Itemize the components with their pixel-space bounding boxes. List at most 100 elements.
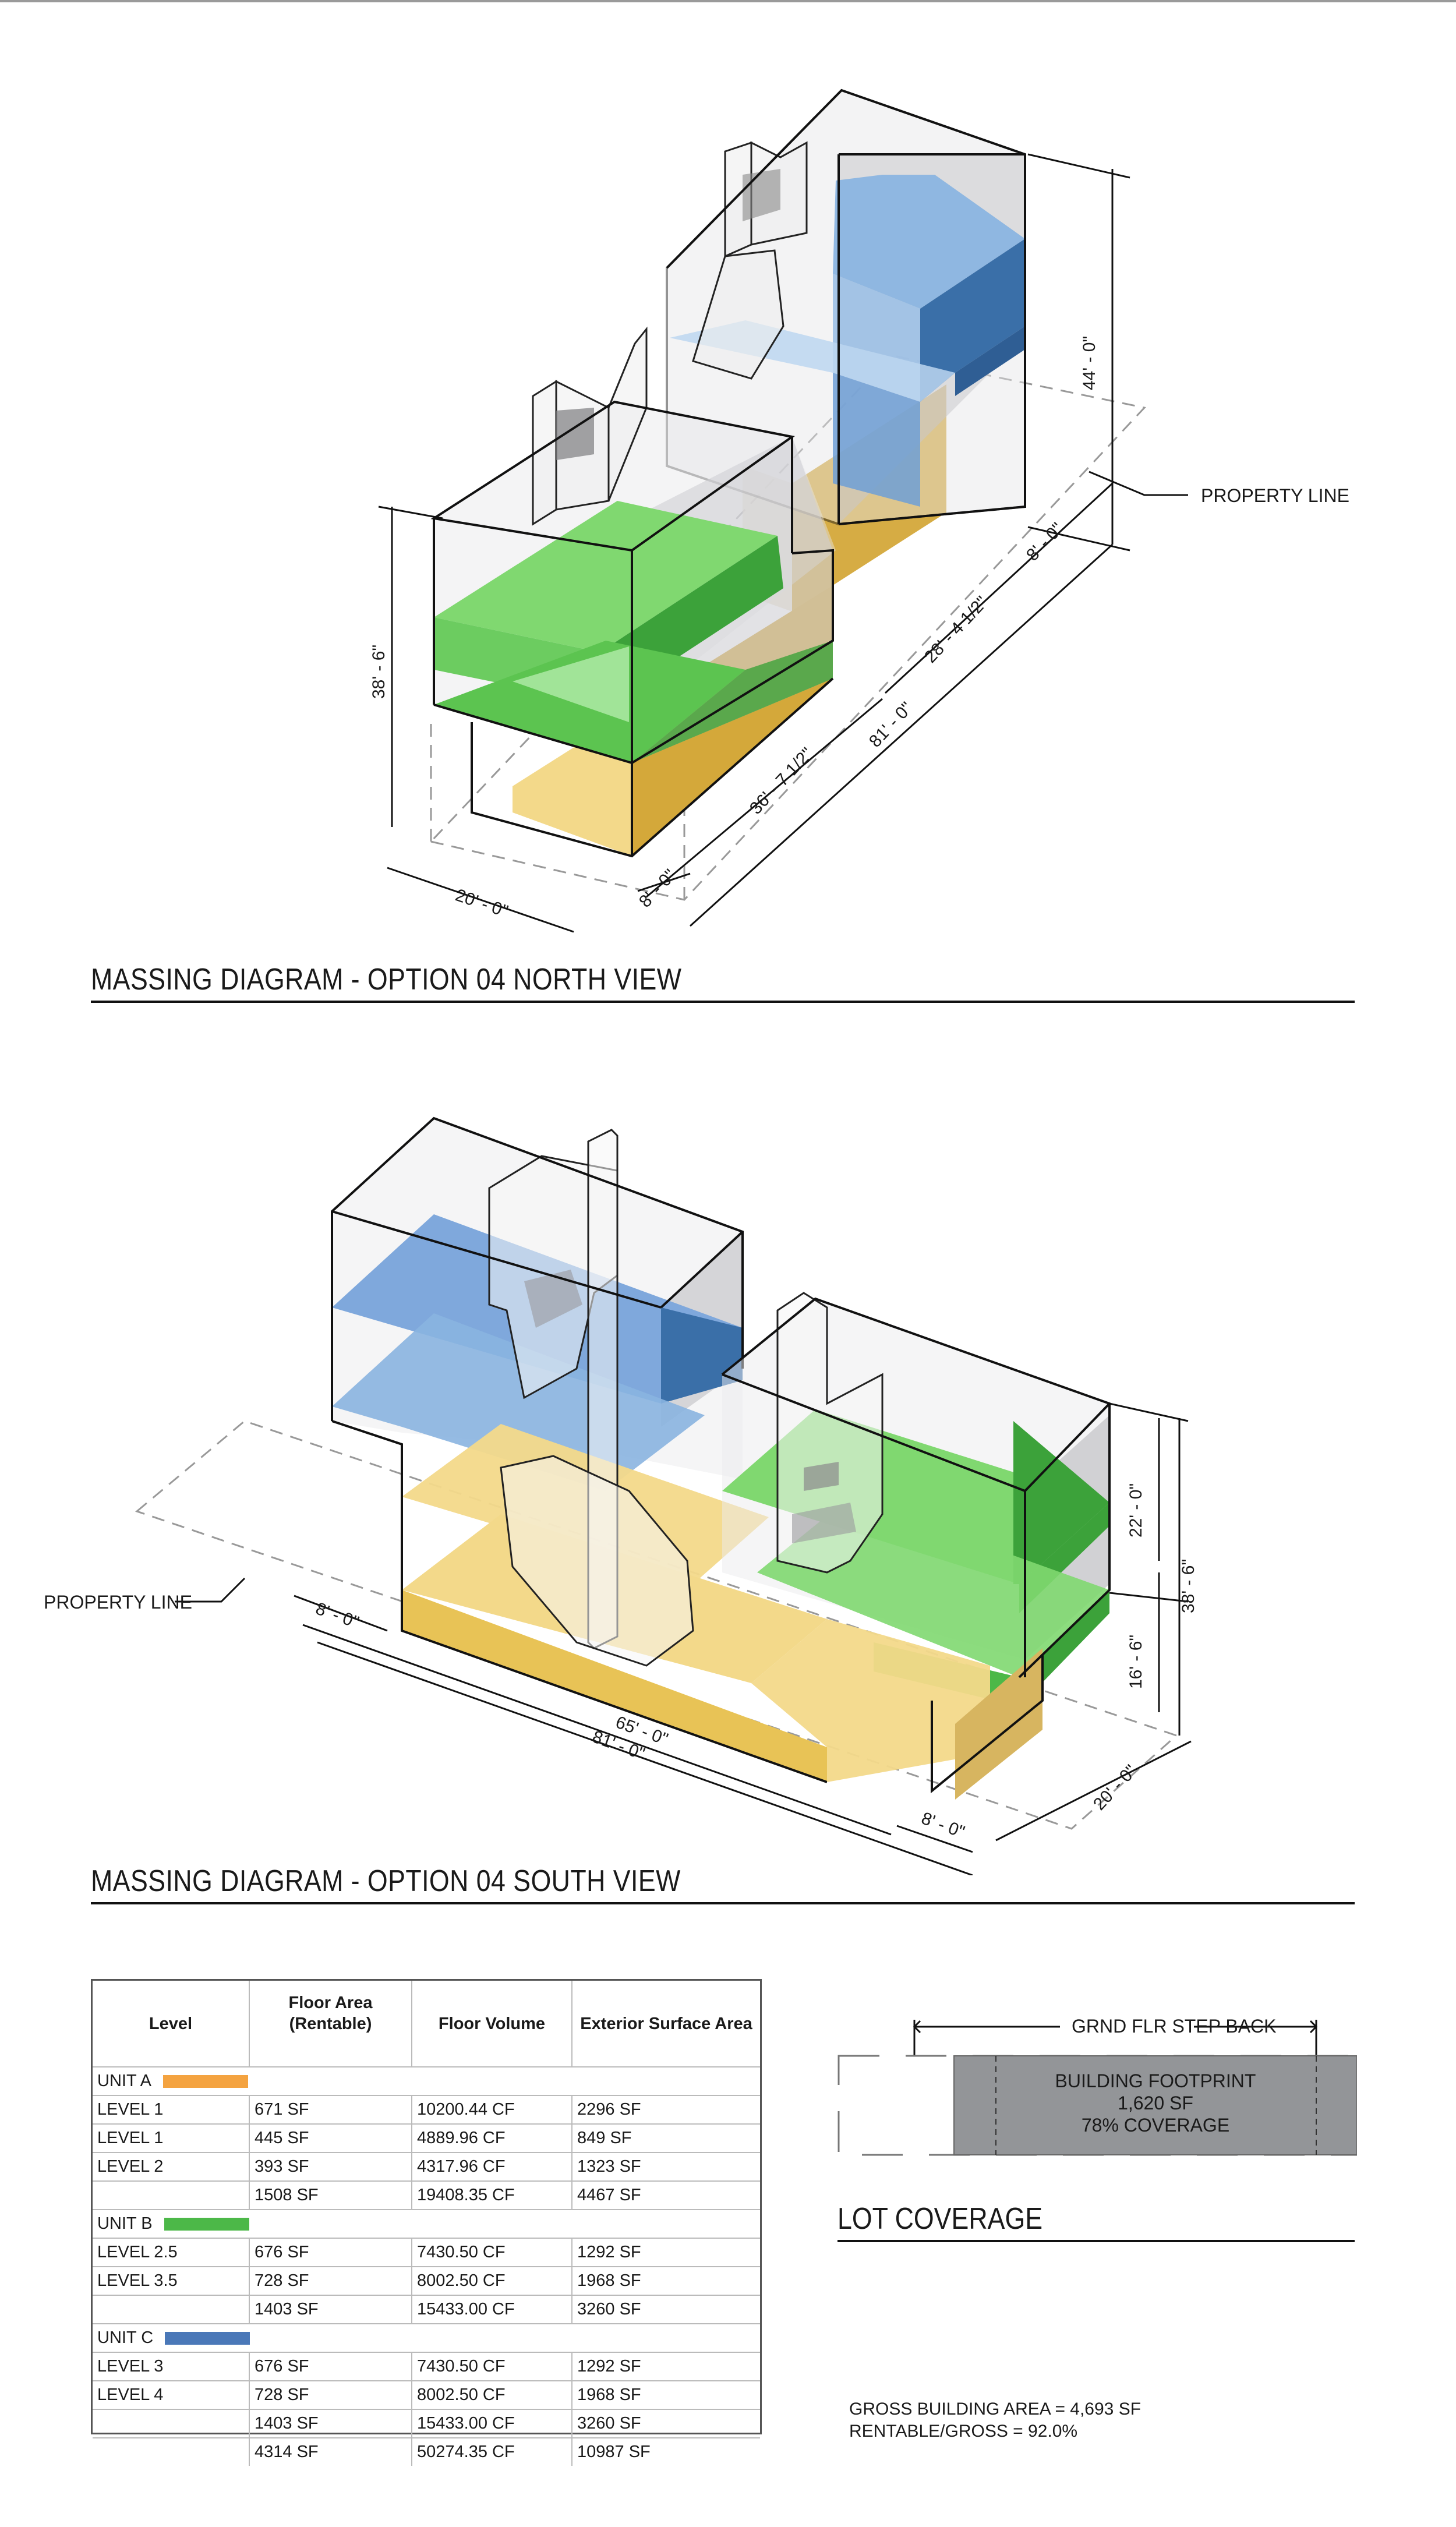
table-cell: 8002.50 CF: [411, 2266, 572, 2295]
north-dim-38-6: 38' - 6": [369, 645, 388, 699]
totals-cell: 10987 SF: [571, 2437, 760, 2466]
table-cell: 4317.96 CF: [411, 2152, 572, 2181]
south-dim-8-left: 8' - 0": [313, 1599, 362, 1632]
table-cell: 4889.96 CF: [411, 2123, 572, 2153]
south-dim-38-6: 38' - 6": [1179, 1559, 1198, 1613]
table-cell: 1323 SF: [571, 2152, 760, 2181]
south-green-side-top: [1013, 1421, 1109, 1584]
table-cell: LEVEL 3.5: [93, 2266, 249, 2295]
unit-header-row: UNIT C: [93, 2323, 760, 2352]
table-cell: [93, 2180, 249, 2210]
unit-name: UNIT A: [97, 2072, 151, 2090]
table-cell: 1403 SF: [249, 2295, 412, 2324]
unit-color-swatch: [162, 2075, 248, 2088]
totals-cell: [93, 2437, 249, 2466]
north-green-floor-top: [434, 501, 778, 652]
step-back-label: GRND FLR STEP BACK: [1072, 2016, 1276, 2037]
rentable-gross-ratio: RENTABLE/GROSS = 92.0%: [849, 2422, 1078, 2441]
unit-name: UNIT B: [97, 2214, 153, 2233]
north-view-diagram: 44' - 0" 38' - 6" 20' - 0" 8' - 0" 36' -…: [369, 89, 1349, 933]
gross-building-area: GROSS BUILDING AREA = 4,693 SF: [849, 2399, 1142, 2419]
footprint-area: 1,620 SF: [1118, 2093, 1193, 2114]
table-cell: LEVEL 1: [93, 2095, 249, 2124]
table-cell: 7430.50 CF: [411, 2238, 572, 2267]
table-cell: 15433.00 CF: [411, 2295, 572, 2324]
col-header-floor-area-line1: Floor Area: [288, 1994, 373, 2012]
unit-label-cell: UNIT B: [93, 2209, 760, 2238]
table-cell: 671 SF: [249, 2095, 412, 2124]
table-cell: 393 SF: [249, 2152, 412, 2181]
north-property-line-label: PROPERTY LINE: [1201, 485, 1349, 506]
north-dim-44: 44' - 0": [1080, 336, 1099, 390]
table-cell: 1968 SF: [571, 2380, 760, 2409]
north-back-building: [666, 89, 1026, 612]
col-header-floor-area-line2: (Rentable): [289, 2014, 372, 2033]
table-cell: 728 SF: [249, 2380, 412, 2409]
table-cell: LEVEL 2.5: [93, 2238, 249, 2267]
table-cell: 15433.00 CF: [411, 2409, 572, 2438]
north-view-title-rule: [91, 1001, 1355, 1003]
south-yellow-front: [402, 1590, 827, 1782]
top-border: [0, 0, 1456, 2]
table-cell: 676 SF: [249, 2352, 412, 2381]
area-table: Level Floor Area (Rentable) Floor Volume…: [91, 1979, 762, 2466]
north-dim-36-7: 36' - 7 1/2": [746, 744, 817, 818]
table-cell: 3260 SF: [571, 2409, 760, 2438]
table-cell: 2296 SF: [571, 2095, 760, 2124]
north-view-title: MASSING DIAGRAM - OPTION 04 NORTH VIEW: [91, 963, 682, 996]
table-cell: 1403 SF: [249, 2409, 412, 2438]
south-dimension-lines: [175, 1402, 1192, 1875]
table-cell: 10200.44 CF: [411, 2095, 572, 2124]
table-cell: [93, 2295, 249, 2324]
unit-color-swatch: [164, 2218, 249, 2231]
unit-color-swatch: [165, 2332, 250, 2345]
north-blue-floor-top: [833, 175, 1025, 309]
south-left-building: [331, 1116, 828, 1783]
table-cell: 4467 SF: [571, 2180, 760, 2210]
totals-cell: 4314 SF: [249, 2437, 412, 2466]
unit-header-row: UNIT A: [93, 2066, 760, 2095]
table-cell: 8002.50 CF: [411, 2380, 572, 2409]
table-cell: [93, 2409, 249, 2438]
table-cell: 445 SF: [249, 2123, 412, 2153]
table-cell: 3260 SF: [571, 2295, 760, 2324]
north-dim-20: 20' - 0": [453, 885, 511, 921]
col-header-level: Level: [149, 2014, 193, 2033]
table-cell: 19408.35 CF: [411, 2180, 572, 2210]
south-dim-22: 22' - 0": [1126, 1483, 1146, 1538]
south-lot-outline: [135, 1420, 1178, 1830]
gross-area-block: GROSS BUILDING AREA = 4,693 SF RENTABLE/…: [849, 2398, 1141, 2443]
table-cell: 1292 SF: [571, 2238, 760, 2267]
south-property-line-label: PROPERTY LINE: [44, 1592, 192, 1613]
south-view-title-rule: [91, 1902, 1355, 1904]
south-right-building: [721, 1292, 1111, 1800]
table-cell: 1292 SF: [571, 2352, 760, 2381]
south-view-title: MASSING DIAGRAM - OPTION 04 SOUTH VIEW: [91, 1864, 681, 1898]
north-dimension-lines: [378, 153, 1188, 933]
table-cell: 1968 SF: [571, 2266, 760, 2295]
col-header-volume: Floor Volume: [411, 1981, 572, 2039]
south-view-diagram: 8' - 0" 65' - 0" 81' - 0" 8' - 0" 20' - …: [44, 1116, 1198, 1875]
table-cell: 1508 SF: [249, 2180, 412, 2210]
lot-coverage-title: LOT COVERAGE: [837, 2202, 1043, 2236]
south-dim-8-right: 8' - 0": [919, 1809, 967, 1842]
unit-label-cell: UNIT A: [93, 2066, 760, 2095]
table-cell: LEVEL 3: [93, 2352, 249, 2381]
north-front-building: [430, 326, 836, 858]
lot-coverage-rule: [837, 2240, 1355, 2242]
table-header-row: Level Floor Area (Rentable) Floor Volume…: [93, 1981, 760, 2039]
lot-coverage-diagram: GRND FLR STEP BACK BUILDING FOOTPRINT 1,…: [837, 2016, 1357, 2156]
table-cell: LEVEL 2: [93, 2152, 249, 2181]
table-cell: 849 SF: [571, 2123, 760, 2153]
unit-name: UNIT C: [97, 2328, 154, 2347]
col-header-surface: Exterior Surface Area: [571, 1981, 760, 2039]
north-dim-8-front: 8' - 0": [635, 865, 680, 911]
